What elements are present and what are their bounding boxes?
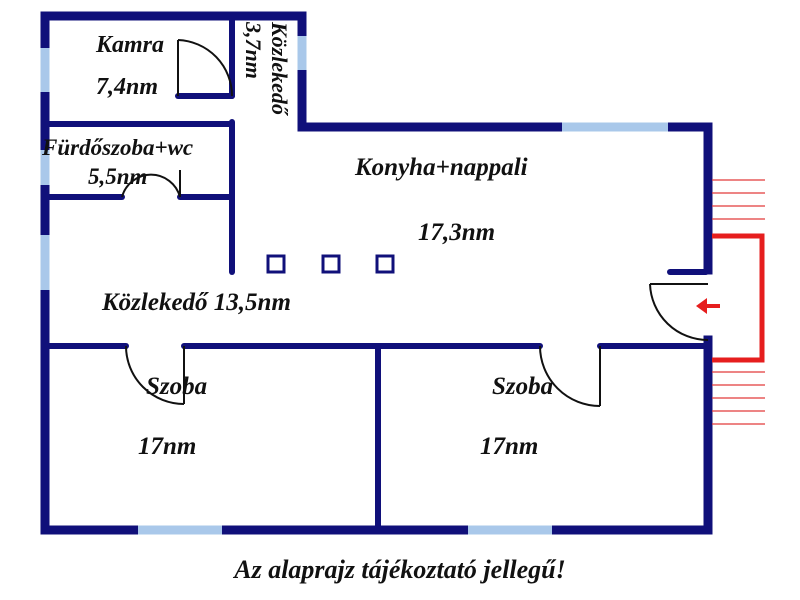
szoba-left-area: 17nm <box>138 433 196 460</box>
kozlekedo-main-label: Közlekedő 13,5nm <box>101 289 291 316</box>
disclaimer-note: Az alaprajz tájékoztató jellegű! <box>232 555 566 584</box>
kamra-name: Kamra <box>95 32 164 58</box>
entrance-stairs <box>712 179 765 425</box>
columns <box>266 254 395 274</box>
windows <box>40 36 668 535</box>
kozlekedo-small-label: Közlekedő 3,7nm <box>241 21 292 117</box>
entrance-path <box>712 233 765 363</box>
entrance-arrow-icon <box>696 298 720 314</box>
szoba-left-name: Szoba <box>146 373 207 400</box>
kamra-area: 7,4nm <box>96 74 158 100</box>
kozlekedo-small-area: 3,7nm <box>241 21 266 79</box>
doors <box>121 39 709 407</box>
konyha-name: Konyha+nappali <box>354 154 528 181</box>
kozlekedo-small-name: Közlekedő <box>267 21 292 117</box>
furdoszoba-area: 5,5nm <box>88 164 147 189</box>
furdoszoba-name: Fürdőszoba+wc <box>41 135 193 160</box>
szoba-right-name: Szoba <box>492 373 553 400</box>
interior-walls <box>42 13 711 533</box>
szoba-right-area: 17nm <box>480 433 538 460</box>
konyha-area: 17,3nm <box>418 219 495 246</box>
